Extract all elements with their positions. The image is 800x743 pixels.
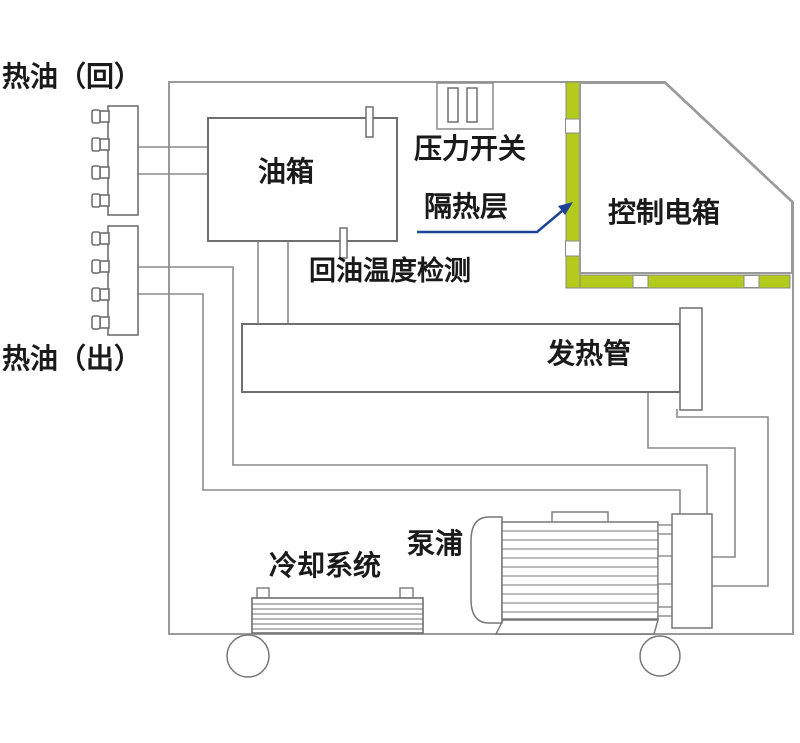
hot-oil-out-label: 热油（出） bbox=[2, 343, 143, 374]
insulation-strip-gaps bbox=[565, 118, 760, 288]
cooling-system bbox=[251, 587, 424, 634]
manifold-out-body bbox=[107, 225, 139, 336]
nozzle bbox=[99, 316, 110, 329]
nozzle-cap bbox=[91, 231, 101, 246]
motor-fins bbox=[502, 530, 658, 613]
heater-right-connector bbox=[679, 307, 703, 411]
nozzle-cap bbox=[91, 109, 101, 124]
radiator-body bbox=[251, 597, 424, 634]
insulation-arrow-line bbox=[417, 210, 563, 234]
pump-assembly bbox=[470, 511, 713, 635]
nozzle bbox=[99, 138, 110, 151]
oil-tank-box bbox=[207, 117, 398, 242]
wheel-right bbox=[639, 635, 681, 677]
radiator-tab-left bbox=[256, 587, 270, 599]
nozzle-cap bbox=[91, 193, 101, 208]
cooling-system-label: 冷却系统 bbox=[269, 550, 382, 581]
pump-label: 泵浦 bbox=[407, 528, 464, 559]
nozzle bbox=[99, 166, 110, 179]
radiator-tab-right bbox=[399, 587, 414, 599]
control-box-outline bbox=[579, 82, 793, 274]
insulation-gap-2 bbox=[565, 240, 580, 257]
return-oil-temp-label: 回油温度检测 bbox=[309, 256, 471, 286]
pump-coupling-bottom bbox=[657, 606, 673, 617]
tank-vent-tube bbox=[365, 106, 374, 138]
insulation-strip-vertical bbox=[565, 81, 581, 289]
control-box-label: 控制电箱 bbox=[608, 197, 721, 228]
manifold-return bbox=[91, 105, 139, 216]
nozzle-cap bbox=[91, 315, 101, 330]
pipe-out-b bbox=[138, 293, 681, 515]
nozzle bbox=[99, 110, 110, 123]
pipe-pump-heater-1 bbox=[647, 392, 736, 558]
manifold-out bbox=[91, 225, 139, 336]
pipe-pump-heater-2 bbox=[676, 409, 769, 587]
pump-coupling-shaft bbox=[657, 555, 673, 585]
pressure-switch-slot-left bbox=[447, 87, 459, 123]
manifold-return-body bbox=[107, 105, 139, 216]
pressure-switch-box bbox=[436, 82, 494, 130]
insulation-gap-1 bbox=[565, 118, 580, 134]
pressure-switch-label: 压力开关 bbox=[414, 133, 527, 164]
nozzle bbox=[99, 232, 110, 245]
nozzle-cap bbox=[91, 287, 101, 302]
insulation-layer-label: 隔热层 bbox=[424, 191, 509, 222]
pipe-network bbox=[138, 146, 769, 587]
nozzle-cap bbox=[91, 259, 101, 274]
radiator-fins bbox=[252, 603, 423, 630]
motor-base bbox=[494, 619, 659, 635]
return-temp-sensor-tube bbox=[339, 227, 348, 259]
motor-body bbox=[501, 521, 659, 620]
nozzle-cap bbox=[91, 165, 101, 180]
pipe-out-a bbox=[138, 266, 708, 515]
pressure-switch-slot-right bbox=[466, 87, 478, 123]
heating-tube-label: 发热管 bbox=[547, 338, 632, 369]
insulation-gap-3 bbox=[632, 275, 649, 288]
nozzle bbox=[99, 288, 110, 301]
pump-coupling-top bbox=[657, 524, 673, 535]
insulation-gap-4 bbox=[743, 275, 760, 288]
motor-end-cap bbox=[470, 516, 503, 624]
wheel-left bbox=[226, 634, 270, 678]
hot-oil-return-label: 热油（回） bbox=[2, 61, 143, 92]
nozzle-cap bbox=[91, 137, 101, 152]
nozzle bbox=[99, 260, 110, 273]
nozzle bbox=[99, 194, 110, 207]
pump-head bbox=[671, 513, 713, 629]
oil-tank-label: 油箱 bbox=[258, 156, 315, 187]
insulation-arrow-head-icon bbox=[558, 202, 573, 215]
